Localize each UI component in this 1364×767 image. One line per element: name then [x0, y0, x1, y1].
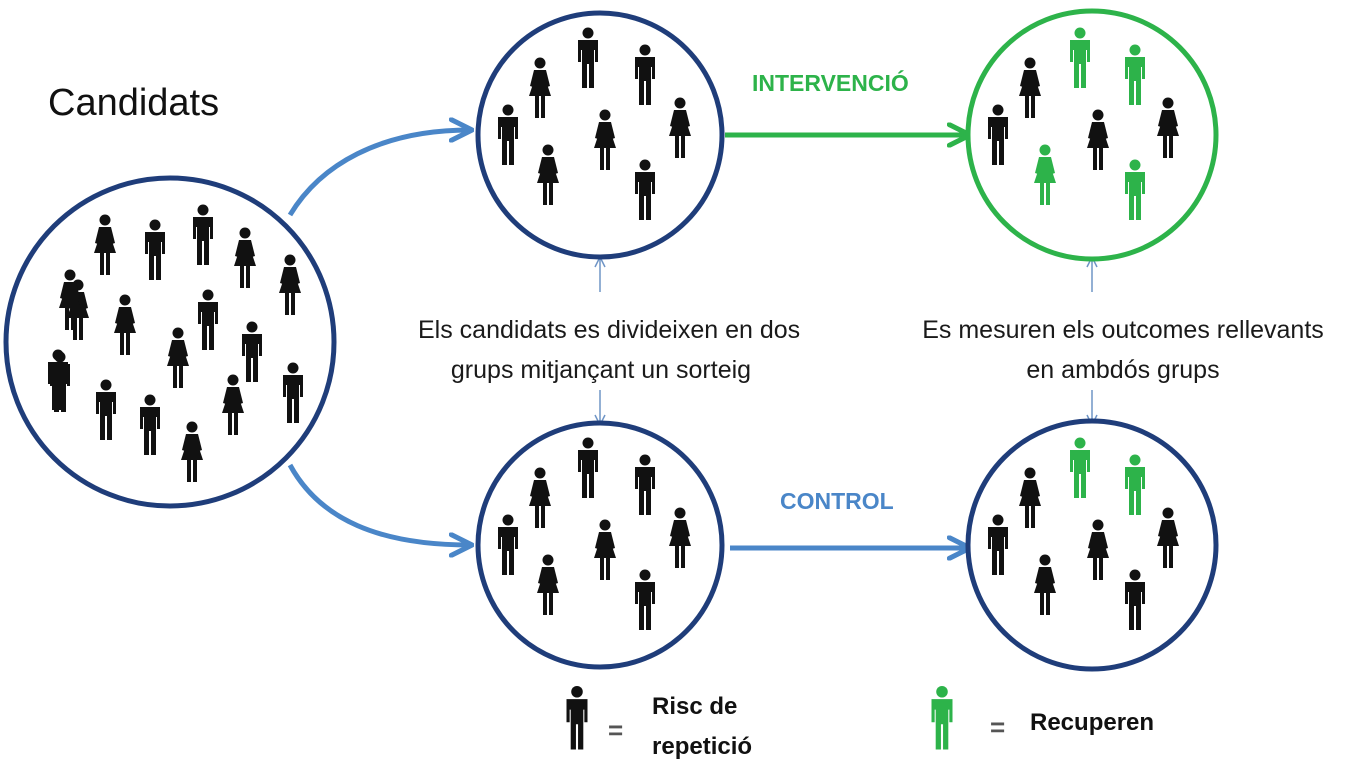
outcomes-note-line2: en ambdós grups	[1026, 356, 1220, 384]
control-person	[594, 519, 616, 580]
candidate-person	[193, 204, 213, 265]
legend-green-person-icon	[931, 685, 953, 750]
outcomes-note: Es mesuren els outcomes rellevants en am…	[880, 310, 1364, 390]
randomization-note-line2: grups mitjançant un sorteig	[450, 356, 752, 384]
intervention-person	[498, 104, 518, 165]
legend-black-label: Risc de repetició	[652, 687, 752, 767]
intervention-person	[635, 44, 655, 105]
control-result-person	[1125, 454, 1145, 515]
control-person	[529, 467, 551, 528]
candidate-person	[234, 227, 256, 288]
control-person	[537, 554, 559, 615]
control-result-person	[1157, 507, 1179, 568]
intervention-result-person	[1125, 159, 1145, 220]
legend-equals-black: =	[608, 715, 624, 745]
legend-equals-green: =	[990, 712, 1006, 742]
legend-green-label: Recuperen	[1030, 709, 1155, 736]
randomization-note-line1: Els candidats es divideixen en dos	[418, 316, 801, 344]
candidate-person	[222, 374, 244, 435]
candidate-person	[279, 254, 301, 315]
control-result-person	[1087, 519, 1109, 580]
legend-black-person-icon	[566, 685, 588, 750]
intervention-person	[594, 109, 616, 170]
randomization-note: Els candidats es divideixen en dos grups…	[418, 310, 801, 390]
control-result-person	[1034, 554, 1056, 615]
candidate-person	[140, 394, 160, 455]
control-result-person	[1019, 467, 1041, 528]
legend-black-line1: Risc de	[652, 693, 738, 720]
candidate-person	[181, 421, 203, 482]
people-layer	[48, 27, 1179, 750]
control-person	[669, 507, 691, 568]
control-person	[578, 437, 598, 498]
intervention-person	[578, 27, 598, 88]
intervention-person	[537, 144, 559, 205]
candidate-person	[50, 351, 70, 412]
intervention-result-person	[1019, 57, 1041, 118]
candidates-circle	[3, 175, 337, 509]
control-result-person	[1125, 569, 1145, 630]
candidate-person	[114, 294, 136, 355]
page-title: Candidats	[48, 82, 220, 124]
arrow-candidates-to-control	[287, 463, 470, 545]
arrow-candidates-to-intervention	[287, 130, 470, 217]
candidate-person	[167, 327, 189, 388]
legend-black-line2: repetició	[652, 733, 753, 760]
intervention-person	[635, 159, 655, 220]
control-result-person	[1070, 437, 1090, 498]
intervention-result-person	[1087, 109, 1109, 170]
outcomes-note-line1: Es mesuren els outcomes rellevants	[922, 316, 1324, 344]
candidate-person	[96, 379, 116, 440]
control-person	[635, 454, 655, 515]
intervention-result-person	[1157, 97, 1179, 158]
intervention-result-person	[1034, 144, 1056, 205]
intervention-result-person	[1125, 44, 1145, 105]
control-result-person	[988, 514, 1008, 575]
candidate-person	[94, 214, 116, 275]
intervention-person	[529, 57, 551, 118]
intervention-label: INTERVENCIÓ	[752, 70, 909, 96]
candidate-person	[145, 219, 165, 280]
intervention-person	[669, 97, 691, 158]
candidate-person	[283, 362, 303, 423]
control-person	[498, 514, 518, 575]
candidate-person	[59, 269, 81, 330]
candidate-person	[198, 289, 218, 350]
control-person	[635, 569, 655, 630]
intervention-result-person	[988, 104, 1008, 165]
candidate-person	[242, 321, 262, 382]
intervention-result-person	[1070, 27, 1090, 88]
control-label: CONTROL	[780, 488, 894, 514]
